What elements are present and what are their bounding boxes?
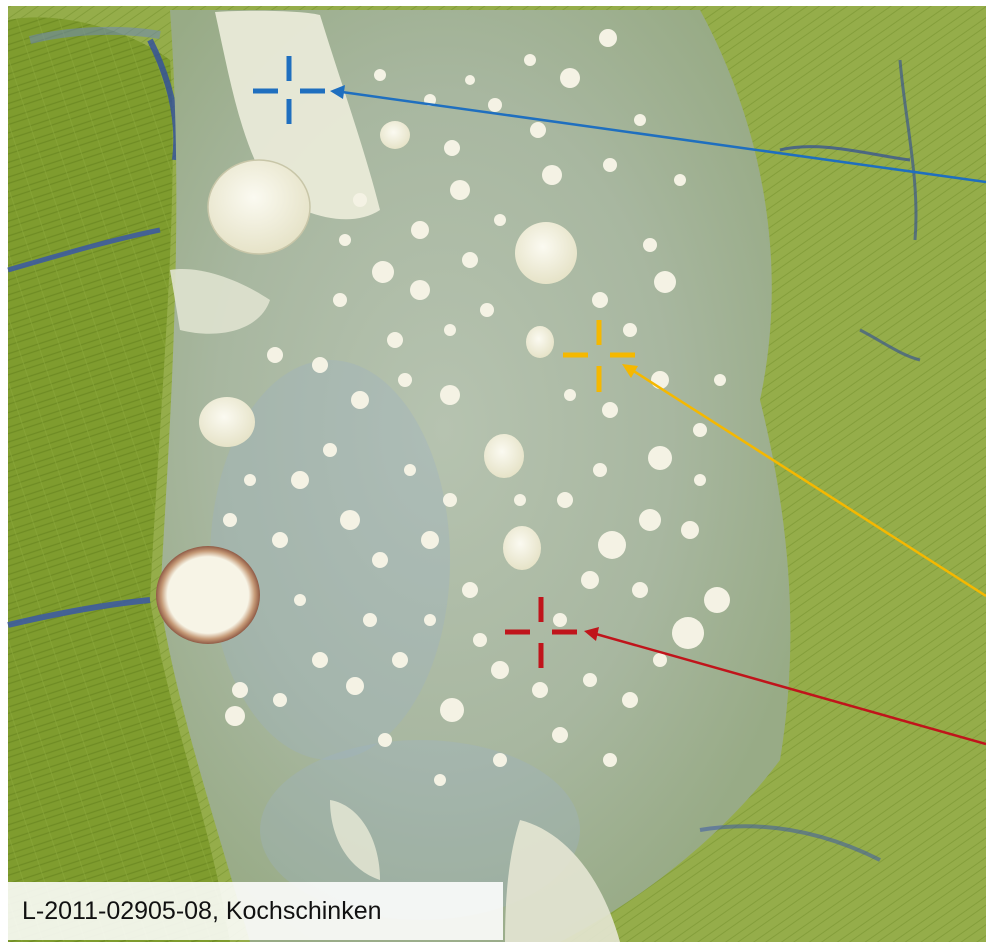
blue-crosshair: [253, 56, 325, 124]
blue-arrow: [330, 85, 986, 184]
binder-zone: [160, 10, 791, 942]
yellow-crosshair: [563, 320, 635, 392]
yellow-arrow: [622, 364, 986, 598]
red-arrow: [584, 627, 986, 746]
fat-tissue-upper: [215, 10, 380, 220]
fat-droplets: [223, 29, 730, 786]
caption-text: L-2011-02905-08, Kochschinken: [22, 896, 382, 925]
red-crosshair: [505, 597, 577, 668]
image-caption: L-2011-02905-08, Kochschinken: [8, 882, 503, 940]
muscle-left: [8, 17, 230, 943]
